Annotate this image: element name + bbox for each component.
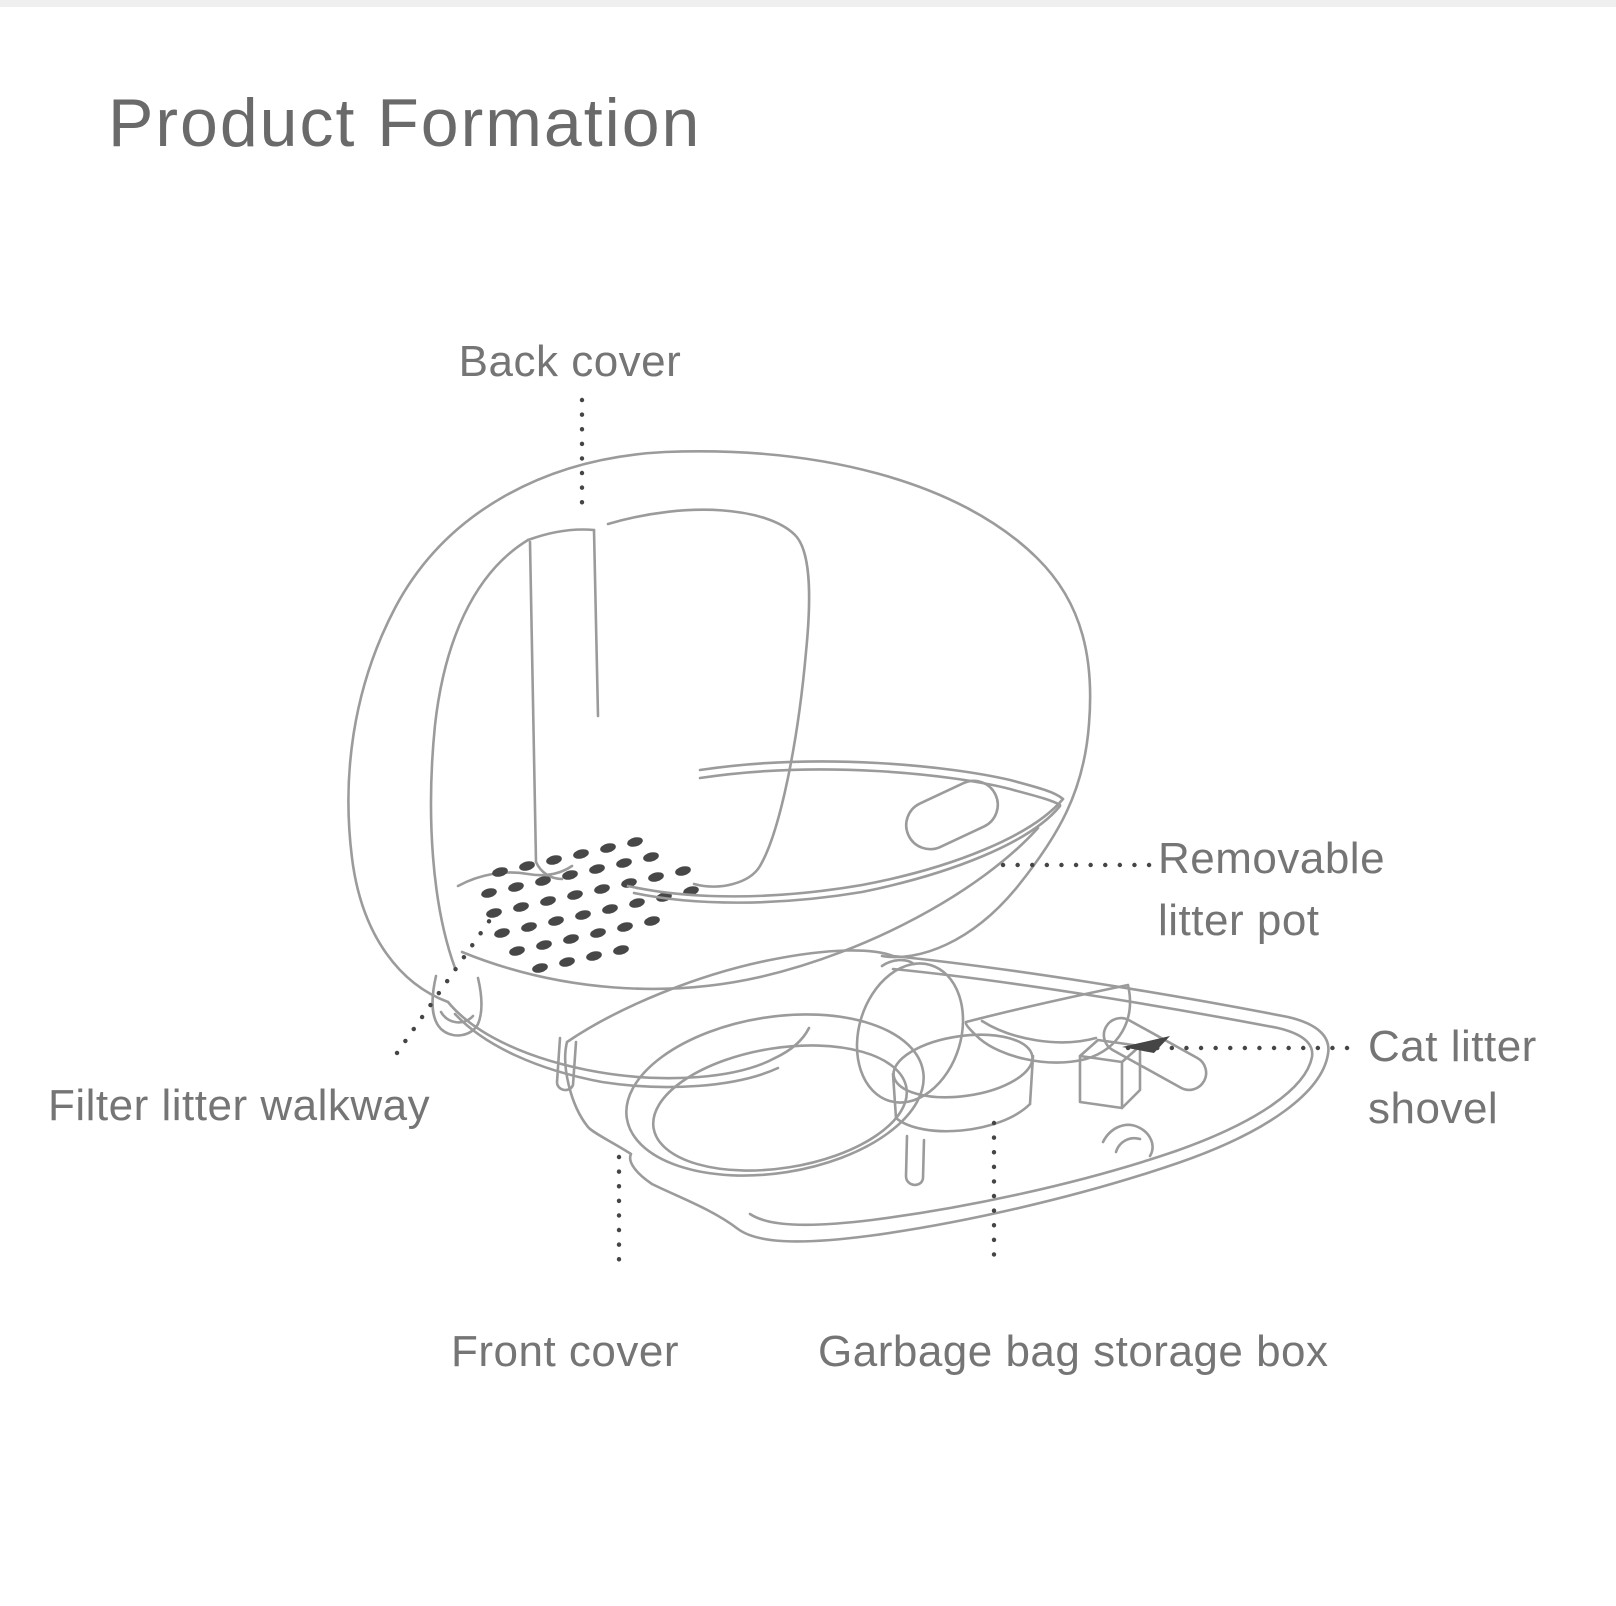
removable-litter-pot-drawing <box>460 760 1065 991</box>
top-strip <box>0 0 1616 7</box>
litter-pot-handle-cutout <box>904 779 1000 851</box>
walkway-holes <box>481 837 699 973</box>
shovel-leader-arrow-icon <box>1122 1036 1170 1053</box>
label-removable-litter-pot: Removable litter pot <box>1158 828 1385 952</box>
label-back-cover: Back cover <box>458 337 682 386</box>
front-cover-drawing <box>563 949 1330 1243</box>
cat-litter-shovel-drawing <box>964 983 1208 1110</box>
back-cover-drawing <box>347 450 1092 1187</box>
garbage-bag-storage-box-drawing <box>855 958 1035 1133</box>
filter-litter-walkway-drawing <box>456 837 699 973</box>
leader-lines <box>394 397 1351 1271</box>
label-garbage-bag-storage-box: Garbage bag storage box <box>818 1327 1329 1376</box>
filter-litter-walkway-leader <box>394 914 495 1056</box>
label-shovel-line2: shovel <box>1368 1084 1499 1133</box>
bowl-recess-drawing <box>625 1013 925 1177</box>
label-front-cover: Front cover <box>450 1327 679 1376</box>
label-removable-line1: Removable <box>1158 834 1386 883</box>
label-cat-litter-shovel: Cat litter shovel <box>1368 1016 1537 1140</box>
label-filter-litter-walkway: Filter litter walkway <box>48 1081 431 1130</box>
label-removable-line2: litter pot <box>1158 896 1320 945</box>
page-title: Product Formation <box>108 85 702 161</box>
label-shovel-line1: Cat litter <box>1368 1022 1537 1071</box>
